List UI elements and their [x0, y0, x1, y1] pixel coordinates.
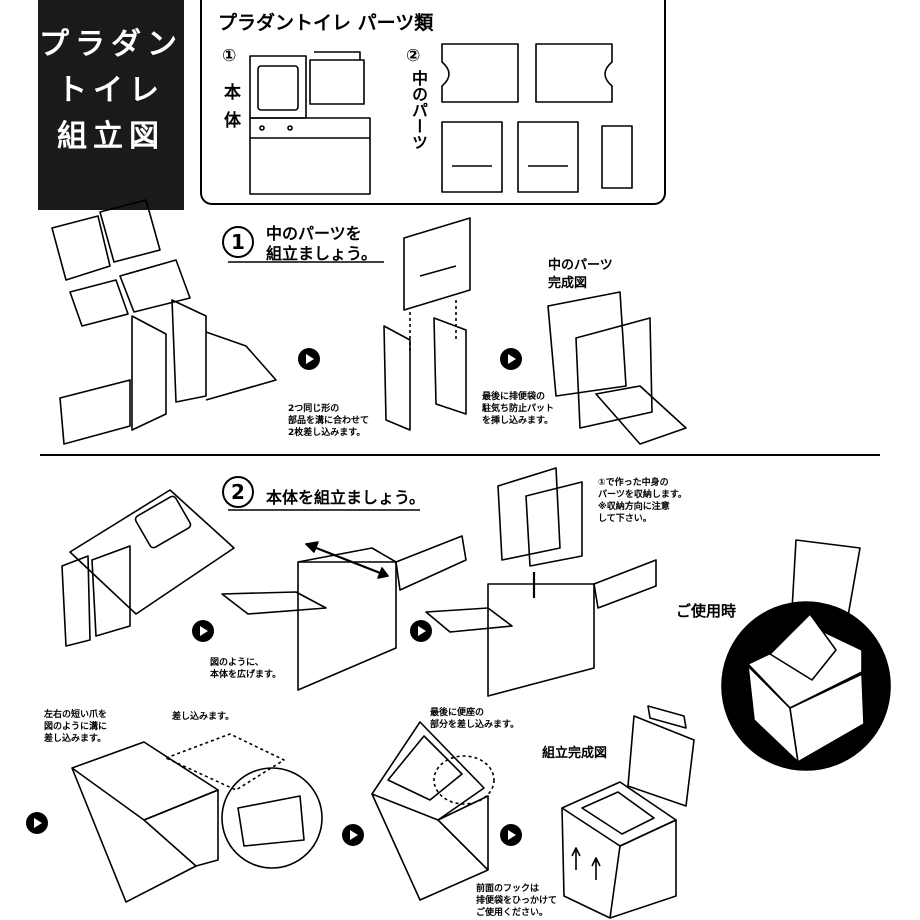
assembly-complete-label: 組立完成図: [542, 746, 608, 761]
parts-group2-label: 中のパーツ: [409, 70, 428, 150]
step1-complete-label: 中のパーツ: [548, 258, 613, 273]
step2-heading: 本体を組立ましょう。: [266, 488, 426, 507]
play-arrow-icon: [192, 620, 214, 642]
step2-note: 最後に便座の: [430, 708, 485, 718]
step1-complete-drawing: [547, 291, 687, 445]
step1-complete-label: 完成図: [548, 276, 588, 291]
step1-note: を挿し込みます。: [482, 416, 554, 426]
step2-note: ご使用ください。: [476, 908, 549, 918]
parts-group1-label: 体: [224, 111, 241, 131]
parts-inner-drawing: [441, 43, 633, 193]
step1-note: 2枚差し込みます。: [288, 428, 366, 438]
step1-flat-parts: [51, 199, 277, 445]
step2-note: ※収納方向に注意: [598, 502, 670, 512]
assembly-complete-drawing: [561, 705, 695, 919]
play-arrow-icon: [410, 620, 432, 642]
step2-opened-body: [221, 535, 467, 691]
step2-number: 2: [222, 476, 254, 508]
step2-note: 図のように溝に: [44, 722, 108, 732]
step2-note: パーツを収納します。: [598, 490, 687, 500]
in-use-drawing: [721, 539, 891, 771]
step1-note: 部品を溝に合わせて: [288, 416, 370, 426]
step2-note: 本体を広げます。: [210, 670, 282, 680]
parts-body-drawing: [249, 51, 371, 195]
step2-storing-drawing: [425, 467, 657, 697]
step2-note: 図のように、: [210, 658, 264, 668]
step2-note: 差し込みます。: [44, 734, 107, 744]
parts-group1-number: ①: [222, 46, 237, 66]
step1-insertion-drawing: [383, 217, 471, 431]
play-arrow-icon: [500, 348, 522, 370]
title-line: トイレ: [57, 73, 165, 108]
step1-note: 2つ同じ形の: [288, 404, 340, 414]
bottom-seat-drawing: [371, 721, 495, 901]
step2-note: して下さい。: [598, 514, 652, 524]
title-line: プラダン: [39, 27, 183, 62]
bottom-claw-drawing: [71, 733, 323, 903]
title-block: プラダン トイレ 組立図: [38, 0, 184, 210]
step1-note: 駐気ち防止パット: [482, 404, 555, 414]
step2-flat-body: [61, 489, 235, 647]
parts-box: [200, 0, 666, 205]
step2-note: 排便袋をひっかけて: [476, 896, 558, 906]
step1-number: 1: [222, 226, 254, 258]
step2-note: ①で作った中身の: [598, 478, 669, 488]
step2-note: 左右の短い爪を: [44, 710, 108, 720]
step1-note: 最後に排便袋の: [482, 392, 546, 402]
step1-heading: 組立ましょう。: [266, 244, 378, 263]
parts-heading: プラダントイレ パーツ類: [218, 12, 434, 34]
play-arrow-icon: [342, 824, 364, 846]
step2-note: 部分を差し込みます。: [430, 720, 520, 730]
title-line: 組立図: [57, 119, 165, 154]
step2-note: 前面のフックは: [476, 884, 540, 894]
parts-group1-label: 本: [224, 83, 241, 103]
in-use-label: ご使用時: [676, 602, 737, 620]
step1-heading: 中のパーツを: [266, 224, 362, 243]
play-arrow-icon: [298, 348, 320, 370]
parts-group2-number: ②: [406, 46, 421, 66]
step2-note: 差し込みます。: [172, 712, 235, 722]
play-arrow-icon: [500, 824, 522, 846]
play-arrow-icon: [26, 812, 48, 834]
